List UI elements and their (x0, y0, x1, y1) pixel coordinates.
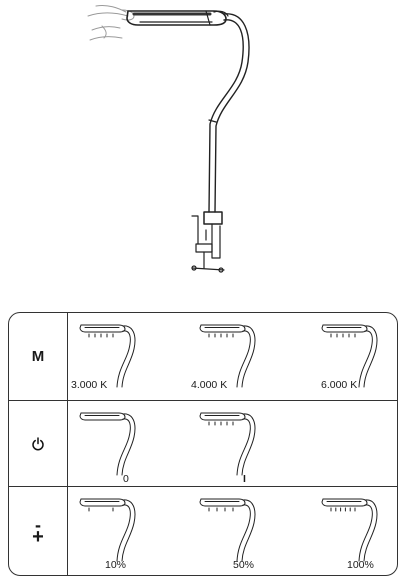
lamp-neck (116, 504, 131, 562)
lamp-neck (358, 504, 373, 562)
mode-key-cell: M (9, 313, 68, 400)
setting-label: 3.000 K (71, 379, 108, 391)
lamp-icon (199, 324, 256, 388)
function-table: M 3.000 K 4.000 K 6.000 K 0 I (8, 312, 398, 576)
power-key-cell (9, 401, 68, 486)
table-row-brightness: - + 10% 50% 100% (9, 487, 397, 575)
lamp-head (79, 324, 126, 333)
setting-cell: 6.000 K (309, 313, 397, 400)
mode-key-label: M (31, 348, 45, 365)
lamp-neck (241, 325, 256, 388)
lamp-head (321, 324, 368, 333)
setting-cell: 10% (67, 487, 177, 575)
clamp-lamp-illustration (87, 5, 250, 273)
lamp-icon (321, 498, 378, 562)
setting-label: 10% (105, 559, 127, 571)
lamp-head (199, 412, 246, 421)
setting-label: 6.000 K (321, 379, 358, 391)
setting-label: I (243, 473, 246, 485)
lamp-head (126, 10, 229, 26)
lamp-icon (321, 324, 378, 388)
setting-cell: I (187, 401, 297, 486)
brightness-key-cell: - + (9, 487, 68, 575)
lamp-neck (363, 499, 378, 562)
setting-cell: 4.000 K (187, 313, 297, 400)
lamp-head (79, 412, 126, 421)
lamp-neck (236, 504, 251, 562)
power-icon (32, 436, 44, 450)
table-clamp (191, 211, 225, 273)
lamp-icon (79, 412, 136, 476)
lamp-icon (79, 324, 136, 388)
lamp-neck (236, 418, 251, 476)
setting-label: 100% (347, 559, 374, 571)
lamp-icon (79, 498, 136, 562)
hand-illustration (87, 5, 135, 41)
gooseneck-arm (208, 13, 250, 213)
lamp-neck (241, 499, 256, 562)
setting-cell: 100% (309, 487, 397, 575)
lamp-head (321, 498, 368, 507)
lamp-neck (236, 330, 251, 388)
lamp-neck (121, 325, 136, 388)
lamp-icon (199, 412, 256, 476)
table-row-power: 0 I (9, 401, 397, 487)
lamp-neck (358, 330, 373, 388)
setting-label: 4.000 K (191, 379, 228, 391)
lamp-head (199, 498, 246, 507)
setting-cell: 50% (187, 487, 297, 575)
lamp-neck (363, 325, 378, 388)
setting-label: 50% (233, 559, 255, 571)
lamp-head (199, 324, 246, 333)
lamp-neck (116, 330, 131, 388)
table-row-mode: M 3.000 K 4.000 K 6.000 K (9, 313, 397, 401)
lamp-head (79, 498, 126, 507)
lamp-neck (116, 418, 131, 476)
setting-label: 0 (123, 473, 129, 485)
lamp-neck (121, 499, 136, 562)
lamp-neck (121, 413, 136, 476)
lamp-neck (241, 413, 256, 476)
minus-plus-icon: - + (32, 515, 44, 548)
lamp-icon (199, 498, 256, 562)
setting-cell: 3.000 K (67, 313, 177, 400)
setting-cell: 0 (67, 401, 177, 486)
